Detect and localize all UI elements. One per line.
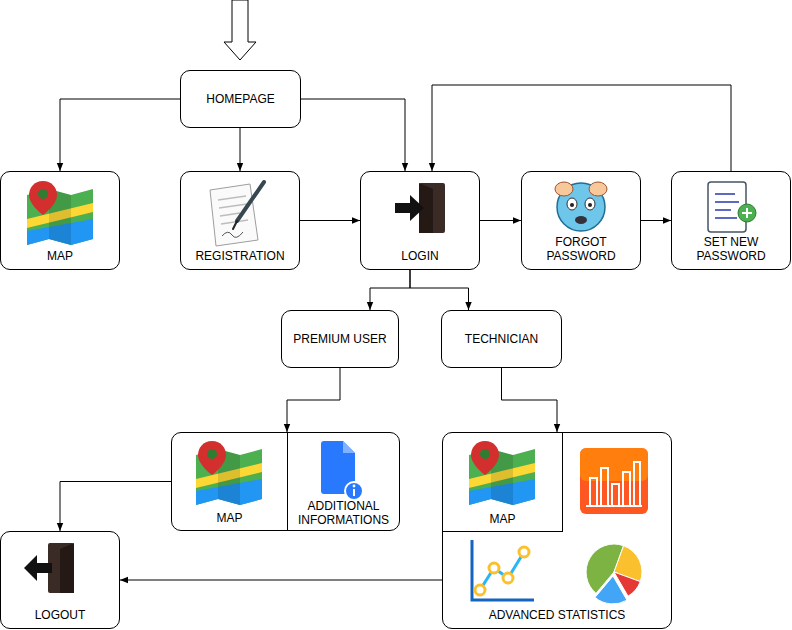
logout-icon bbox=[24, 543, 74, 593]
hand bbox=[555, 182, 573, 196]
info-badge bbox=[345, 482, 363, 500]
flow-arrow bbox=[480, 220, 521, 221]
node-label: MAP bbox=[4, 249, 116, 263]
node-label: MAP bbox=[447, 512, 559, 526]
chart-line bbox=[480, 552, 524, 590]
chart-tile-shine bbox=[580, 448, 648, 481]
registration-icon bbox=[210, 182, 264, 246]
flow-arrow bbox=[60, 99, 180, 171]
worried-face-icon bbox=[555, 182, 607, 231]
node-label: LOGIN bbox=[364, 249, 476, 263]
flow-arrow bbox=[120, 580, 442, 581]
flow-arrow bbox=[502, 368, 558, 432]
process-box: MAP bbox=[0, 171, 120, 270]
form-sheet bbox=[210, 184, 258, 246]
pie-chart-icon bbox=[586, 544, 642, 604]
pupil bbox=[588, 203, 592, 207]
flow-arrow bbox=[60, 482, 171, 532]
chart-point bbox=[519, 547, 529, 557]
process-box: FORGOT PASSWORD bbox=[521, 171, 641, 270]
flow-arrow bbox=[300, 220, 360, 221]
eye bbox=[585, 198, 595, 210]
entry-arrow bbox=[224, 0, 256, 60]
pie-slice bbox=[595, 576, 627, 604]
pen-tip bbox=[233, 221, 237, 229]
info-stem bbox=[353, 489, 355, 496]
bars bbox=[586, 462, 642, 506]
map-icon bbox=[27, 181, 93, 245]
hand bbox=[589, 182, 607, 196]
feature-cell: MAP bbox=[443, 433, 563, 532]
document-lines bbox=[715, 194, 739, 218]
feature-group: ADDITIONAL INFORMATIONS MAP bbox=[171, 432, 400, 531]
plus-badge bbox=[738, 204, 756, 222]
process-box: SET NEW PASSWORD bbox=[671, 171, 791, 270]
info-dot bbox=[353, 485, 356, 488]
signature bbox=[222, 232, 243, 237]
arrow-shaft bbox=[36, 563, 52, 573]
info-document-icon bbox=[321, 441, 363, 500]
flow-arrow bbox=[641, 220, 671, 221]
document-fold bbox=[343, 441, 355, 453]
process-box: LOGIN bbox=[360, 171, 480, 270]
pupil bbox=[570, 203, 574, 207]
flow-arrow bbox=[370, 270, 410, 310]
arrow-head bbox=[410, 195, 424, 221]
chart-point bbox=[489, 563, 499, 573]
flow-arrow bbox=[287, 368, 340, 432]
node-label: TECHNICIAN bbox=[445, 332, 558, 346]
flow-arrow bbox=[240, 128, 241, 171]
map-icon bbox=[196, 441, 262, 505]
role-box: TECHNICIAN bbox=[441, 310, 562, 368]
line-chart-icon bbox=[472, 540, 534, 600]
node-label: REGISTRATION bbox=[184, 249, 296, 263]
flow-arrow bbox=[410, 270, 469, 310]
bar-chart-icon bbox=[580, 448, 648, 514]
node-label: LOGOUT bbox=[4, 608, 116, 622]
node-label: HOMEPAGE bbox=[184, 92, 297, 106]
arrow-shaft bbox=[395, 203, 411, 213]
process-box: HOMEPAGE bbox=[180, 70, 301, 128]
process-box: LOGOUT bbox=[0, 531, 120, 629]
pen bbox=[237, 182, 264, 221]
chart-point bbox=[503, 573, 513, 583]
flow-arrow bbox=[432, 85, 731, 171]
flow-arrow bbox=[301, 99, 405, 171]
mouth bbox=[575, 216, 587, 224]
feature-group: ADVANCED STATISTICS MAP bbox=[442, 432, 672, 629]
chart-point bbox=[475, 585, 485, 595]
role-box: PREMIUM USER bbox=[281, 310, 399, 368]
node-label: ADDITIONAL INFORMATIONS bbox=[288, 499, 399, 527]
node-label: PREMIUM USER bbox=[285, 332, 395, 346]
arrow-head bbox=[24, 555, 37, 581]
plus-sign bbox=[742, 208, 752, 218]
map-icon bbox=[469, 441, 535, 505]
eye bbox=[567, 198, 577, 210]
door-leaf bbox=[60, 543, 74, 593]
process-box: REGISTRATION bbox=[180, 171, 300, 270]
login-icon bbox=[395, 183, 445, 233]
node-label: SET NEW PASSWORD bbox=[675, 235, 787, 263]
node-label: MAP bbox=[176, 511, 284, 525]
feature-cell: MAP bbox=[172, 433, 288, 530]
node-label: FORGOT PASSWORD bbox=[525, 235, 637, 263]
chart-tile bbox=[580, 448, 648, 514]
node-label: ADVANCED STATISTICS bbox=[446, 608, 668, 622]
new-document-icon bbox=[708, 182, 756, 232]
chart-axes bbox=[472, 540, 534, 600]
